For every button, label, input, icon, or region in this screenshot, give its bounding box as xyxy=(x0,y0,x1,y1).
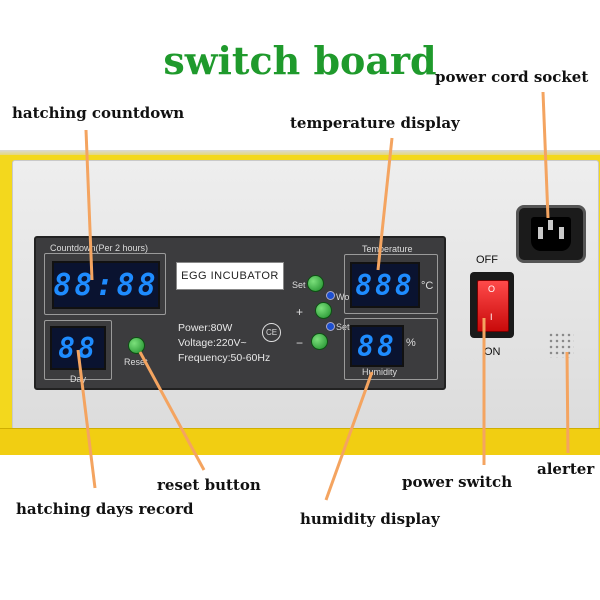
switch-on-label: ON xyxy=(484,346,501,358)
temperature-display: 888 xyxy=(350,262,420,308)
power-spec: Power:80W xyxy=(178,322,233,334)
set-indicator-led xyxy=(326,322,335,331)
callout-reset-button: reset button xyxy=(157,476,261,494)
countdown-label: Countdown(Per 2 hours) xyxy=(50,243,149,253)
set2-label: Set xyxy=(336,322,350,332)
set-button[interactable] xyxy=(307,275,324,292)
hatching-days-display: 88 xyxy=(50,326,106,370)
line-power-cord-socket xyxy=(541,91,550,219)
days-frame xyxy=(44,320,112,380)
humidity-label: Humidity xyxy=(362,367,398,377)
ce-mark: CE xyxy=(262,323,281,342)
socket-pin-earth xyxy=(548,220,553,230)
callout-temperature-display: temperature display xyxy=(290,114,460,132)
line-humidity-display xyxy=(324,371,374,501)
housing-bottom-strip xyxy=(0,428,600,455)
line-temperature-display xyxy=(376,137,394,271)
set-label: Set xyxy=(292,280,306,290)
callout-power-switch: power switch xyxy=(402,473,513,491)
countdown-frame xyxy=(44,253,166,315)
work-indicator-led xyxy=(326,291,335,300)
temperature-label: Temperature xyxy=(362,244,413,254)
callout-alerter: alerter xyxy=(537,460,595,478)
reset-button[interactable] xyxy=(128,337,145,354)
power-cord-socket[interactable] xyxy=(516,205,586,263)
minus-button[interactable] xyxy=(311,333,328,350)
reset-label: Reset xyxy=(124,357,148,367)
diagram-title: switch board xyxy=(163,38,437,83)
power-switch[interactable] xyxy=(477,280,509,332)
line-reset-button xyxy=(138,351,206,471)
voltage-spec: Voltage:220V~ xyxy=(178,337,247,349)
socket-pin-right xyxy=(559,227,564,239)
line-hatching-countdown xyxy=(84,129,94,281)
line-alerter xyxy=(565,351,570,454)
humidity-frame xyxy=(344,318,438,380)
plus-button[interactable] xyxy=(315,302,332,319)
hatching-countdown-display: 88:88 xyxy=(52,261,160,309)
days-label: Day xyxy=(70,374,87,384)
humidity-display: 88 xyxy=(350,325,404,367)
switch-off-label: OFF xyxy=(476,254,498,266)
work-label: Work xyxy=(336,292,357,302)
celsius-unit: °C xyxy=(421,280,434,292)
plus-label: + xyxy=(296,305,304,319)
alerter-speaker-grille xyxy=(548,332,574,358)
temperature-frame xyxy=(344,254,438,314)
egg-incubator-label: EGG INCUBATOR xyxy=(176,262,284,290)
callout-humidity-display: humidity display xyxy=(300,510,440,528)
line-hatching-days-record xyxy=(76,349,97,489)
switch-i-mark: I xyxy=(490,312,493,322)
socket-cavity xyxy=(531,217,571,251)
frequency-spec: Frequency:50-60Hz xyxy=(178,352,271,364)
switch-o-mark: O xyxy=(488,284,496,294)
callout-power-cord-socket: power cord socket xyxy=(435,68,589,86)
percent-unit: % xyxy=(406,337,416,349)
callout-hatching-countdown: hatching countdown xyxy=(12,104,185,122)
callout-hatching-days-record: hatching days record xyxy=(16,500,194,518)
socket-pin-left xyxy=(538,227,543,239)
minus-label: − xyxy=(296,336,304,350)
